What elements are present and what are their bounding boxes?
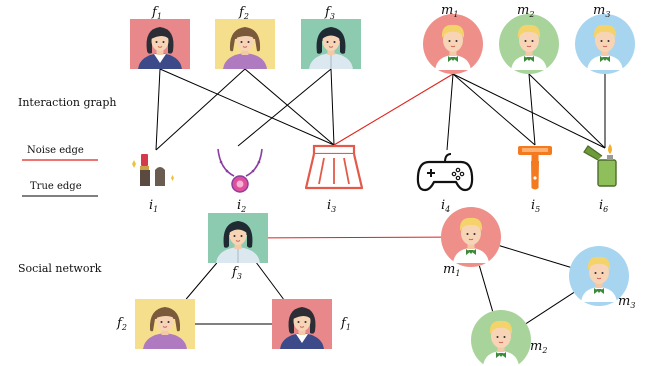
svg-text:i3: i3	[327, 198, 336, 214]
svg-text:m2: m2	[517, 3, 534, 19]
label-i6: i6	[599, 198, 608, 214]
lipstick-icon	[132, 154, 174, 186]
svg-text:i5: i5	[531, 198, 540, 214]
label-i4: i4	[441, 198, 450, 214]
label-f3-top: f3	[324, 5, 335, 21]
razor-icon	[518, 146, 552, 190]
social-edge-f3-m1	[267, 236, 442, 239]
label-i1: i1	[149, 198, 158, 214]
noise-edge-label: Noise edge	[27, 145, 84, 156]
label-f2-top: f2	[238, 5, 249, 21]
svg-text:m1: m1	[443, 262, 460, 278]
interaction-edge-f2-i3	[244, 68, 335, 146]
avatar-m2-social	[471, 310, 531, 366]
svg-text:f2: f2	[116, 316, 127, 332]
svg-text:i6: i6	[599, 198, 608, 214]
true-edge-label: True edge	[30, 181, 82, 192]
label-f1-top: f1	[151, 5, 162, 21]
svg-text:f1: f1	[151, 5, 162, 21]
svg-text:i1: i1	[149, 198, 158, 214]
lighter-icon	[583, 144, 617, 187]
interaction-edge-m1-i5	[452, 73, 536, 146]
avatar-m3-top	[575, 14, 635, 74]
svg-text:f3: f3	[324, 5, 335, 21]
label-m1-top: m1	[441, 3, 458, 19]
avatar-m2-top	[499, 14, 559, 74]
edges-layer	[155, 68, 606, 325]
label-m2-top: m2	[517, 3, 534, 19]
social-edge-f3-f1	[256, 262, 284, 300]
label-m3-top: m3	[593, 3, 610, 19]
svg-text:m3: m3	[618, 294, 635, 310]
label-f3-social: f3	[231, 265, 242, 281]
svg-text:m3: m3	[593, 3, 610, 19]
svg-text:i2: i2	[237, 198, 246, 214]
interaction-edge-f1-i3	[159, 68, 335, 146]
label-i5: i5	[531, 198, 540, 214]
svg-text:f2: f2	[238, 5, 249, 21]
gamepad-icon	[416, 153, 474, 192]
interaction-edge-f3-i3	[330, 68, 335, 146]
label-f1-social: f1	[340, 316, 351, 332]
avatar-m1-top	[423, 14, 483, 74]
avatar-m3-social	[569, 246, 629, 306]
avatar-m1-social	[441, 207, 501, 267]
svg-text:m2: m2	[530, 339, 547, 355]
skirt-icon	[304, 144, 364, 190]
interaction-graph-label: Interaction graph	[18, 96, 116, 109]
avatar-f1-top	[130, 19, 190, 70]
avatar-f3-top	[301, 19, 361, 70]
social-network-label: Social network	[18, 262, 102, 275]
svg-text:f1: f1	[340, 316, 351, 332]
social-edge-m1-m2	[478, 265, 494, 312]
interaction-edge-f2-i1	[155, 68, 246, 151]
interaction-edge-m2-i6	[528, 73, 606, 149]
label-m1-social: m1	[443, 262, 460, 278]
avatar-f2-social	[135, 299, 195, 350]
svg-text:m1: m1	[441, 3, 458, 19]
interaction-edge-m1-i3	[333, 73, 454, 146]
interaction-edge-m2-i5	[528, 73, 536, 146]
avatar-f1-social	[272, 299, 332, 350]
interaction-edge-m1-i4	[446, 73, 454, 151]
legend: Interaction graph Noise edge True edge S…	[18, 96, 116, 275]
label-i3: i3	[327, 198, 336, 214]
social-edge-m1-m3	[499, 245, 571, 268]
label-m2-social: m2	[530, 339, 547, 355]
label-i2: i2	[237, 198, 246, 214]
necklace-icon	[217, 148, 263, 193]
social-edge-f3-f2	[185, 262, 218, 300]
interaction-edge-f3-i2	[237, 68, 332, 147]
interaction-edge-f1-i1	[155, 68, 161, 151]
social-edge-m3-m2	[525, 291, 575, 325]
svg-text:i4: i4	[441, 198, 450, 214]
interaction-edge-m1-i6	[452, 73, 606, 149]
avatar-f3-social	[208, 213, 268, 264]
svg-text:f3: f3	[231, 265, 242, 281]
avatar-f2-top	[215, 19, 275, 70]
label-m3-social: m3	[618, 294, 635, 310]
label-f2-social: f2	[116, 316, 127, 332]
